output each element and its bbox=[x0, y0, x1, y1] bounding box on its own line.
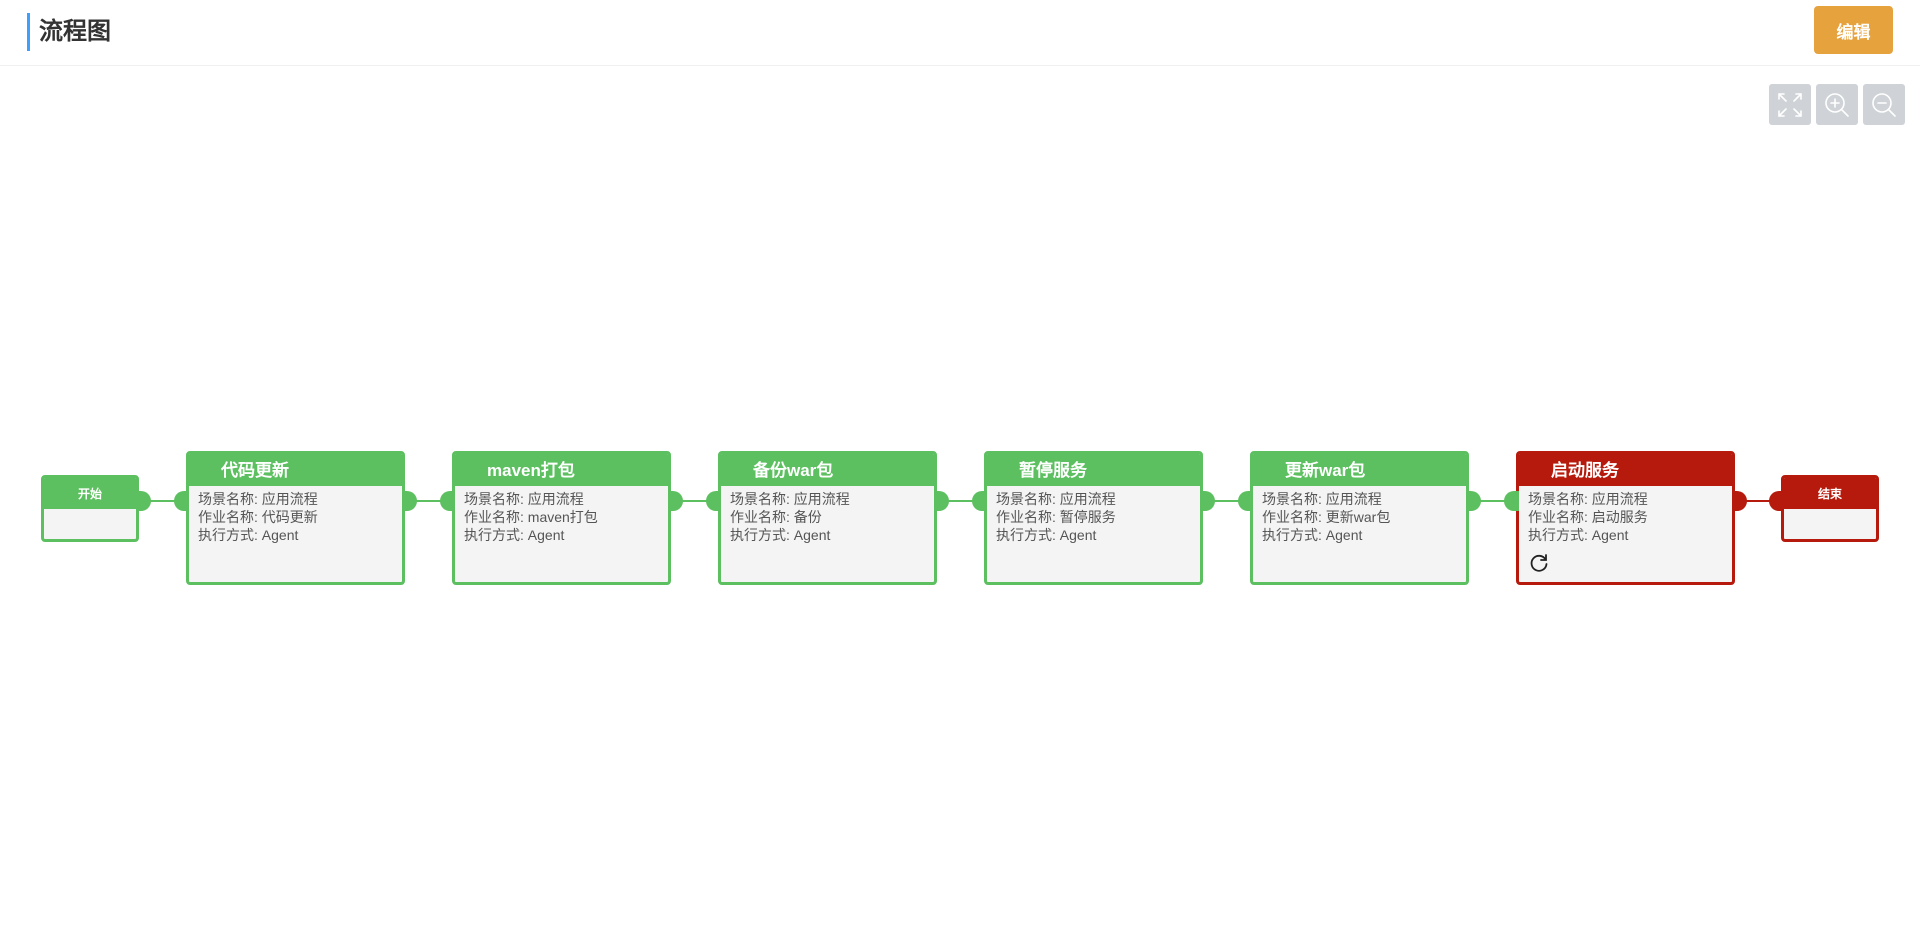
node-title: 代码更新 bbox=[189, 454, 402, 486]
zoom-in-button[interactable] bbox=[1816, 84, 1858, 125]
input-port[interactable] bbox=[440, 491, 455, 511]
node-job: 作业名称: 启动服务 bbox=[1528, 509, 1648, 525]
input-port[interactable] bbox=[1769, 491, 1784, 511]
flow-connector bbox=[937, 500, 984, 502]
output-port[interactable] bbox=[1732, 491, 1747, 511]
node-mode: 执行方式: Agent bbox=[198, 527, 299, 543]
output-port[interactable] bbox=[934, 491, 949, 511]
input-port[interactable] bbox=[174, 491, 189, 511]
edit-button[interactable]: 编辑 bbox=[1814, 6, 1893, 54]
node-job: 作业名称: 备份 bbox=[730, 509, 822, 525]
node-job: 作业名称: 暂停服务 bbox=[996, 509, 1116, 525]
zoom-in-icon bbox=[1825, 92, 1849, 117]
flow-node[interactable]: 暂停服务 场景名称: 应用流程 作业名称: 暂停服务 执行方式: Agent bbox=[984, 451, 1203, 585]
flow-node[interactable]: maven打包 场景名称: 应用流程 作业名称: maven打包 执行方式: A… bbox=[452, 451, 671, 585]
end-node[interactable]: 结束 bbox=[1781, 475, 1879, 542]
node-title: 启动服务 bbox=[1519, 454, 1732, 486]
output-port[interactable] bbox=[1200, 491, 1215, 511]
flow-node[interactable]: 更新war包 场景名称: 应用流程 作业名称: 更新war包 执行方式: Age… bbox=[1250, 451, 1469, 585]
output-port[interactable] bbox=[668, 491, 683, 511]
node-title: maven打包 bbox=[455, 454, 668, 486]
start-node-label: 开始 bbox=[44, 478, 136, 509]
node-job: 作业名称: maven打包 bbox=[464, 509, 598, 525]
node-scene: 场景名称: 应用流程 bbox=[1262, 491, 1382, 507]
start-node[interactable]: 开始 bbox=[41, 475, 139, 542]
node-mode: 执行方式: Agent bbox=[996, 527, 1097, 543]
zoom-out-button[interactable] bbox=[1863, 84, 1905, 125]
input-port[interactable] bbox=[1238, 491, 1253, 511]
zoom-out-icon bbox=[1872, 92, 1896, 117]
flow-connector bbox=[139, 500, 186, 502]
node-title: 暂停服务 bbox=[987, 454, 1200, 486]
output-port[interactable] bbox=[136, 491, 151, 511]
node-title: 备份war包 bbox=[721, 454, 934, 486]
node-mode: 执行方式: Agent bbox=[730, 527, 831, 543]
output-port[interactable] bbox=[402, 491, 417, 511]
fit-view-button[interactable] bbox=[1769, 84, 1811, 125]
node-title: 更新war包 bbox=[1253, 454, 1466, 486]
output-port[interactable] bbox=[1466, 491, 1481, 511]
flow-connector bbox=[405, 500, 452, 502]
node-mode: 执行方式: Agent bbox=[464, 527, 565, 543]
input-port[interactable] bbox=[1504, 491, 1519, 511]
page-title: 流程图 bbox=[39, 18, 111, 45]
node-scene: 场景名称: 应用流程 bbox=[996, 491, 1116, 507]
title-accent-bar bbox=[27, 13, 30, 51]
node-mode: 执行方式: Agent bbox=[1528, 527, 1629, 543]
flow-connector bbox=[1469, 500, 1516, 502]
node-scene: 场景名称: 应用流程 bbox=[1528, 491, 1648, 507]
flow-connector bbox=[1735, 500, 1781, 502]
refresh-icon[interactable] bbox=[1528, 552, 1550, 574]
node-job: 作业名称: 更新war包 bbox=[1262, 509, 1391, 525]
flow-connector bbox=[1203, 500, 1250, 502]
node-scene: 场景名称: 应用流程 bbox=[464, 491, 584, 507]
input-port[interactable] bbox=[972, 491, 987, 511]
flow-node[interactable]: 备份war包 场景名称: 应用流程 作业名称: 备份 执行方式: Agent bbox=[718, 451, 937, 585]
node-scene: 场景名称: 应用流程 bbox=[198, 491, 318, 507]
node-mode: 执行方式: Agent bbox=[1262, 527, 1363, 543]
node-job: 作业名称: 代码更新 bbox=[198, 509, 318, 525]
end-node-label: 结束 bbox=[1784, 478, 1876, 509]
input-port[interactable] bbox=[706, 491, 721, 511]
fullscreen-icon bbox=[1778, 92, 1802, 117]
flow-connector bbox=[671, 500, 718, 502]
flow-node[interactable]: 代码更新 场景名称: 应用流程 作业名称: 代码更新 执行方式: Agent bbox=[186, 451, 405, 585]
flow-node-failed[interactable]: 启动服务 场景名称: 应用流程 作业名称: 启动服务 执行方式: Agent bbox=[1516, 451, 1735, 585]
page-header: 流程图 编辑 bbox=[0, 0, 1920, 66]
node-scene: 场景名称: 应用流程 bbox=[730, 491, 850, 507]
